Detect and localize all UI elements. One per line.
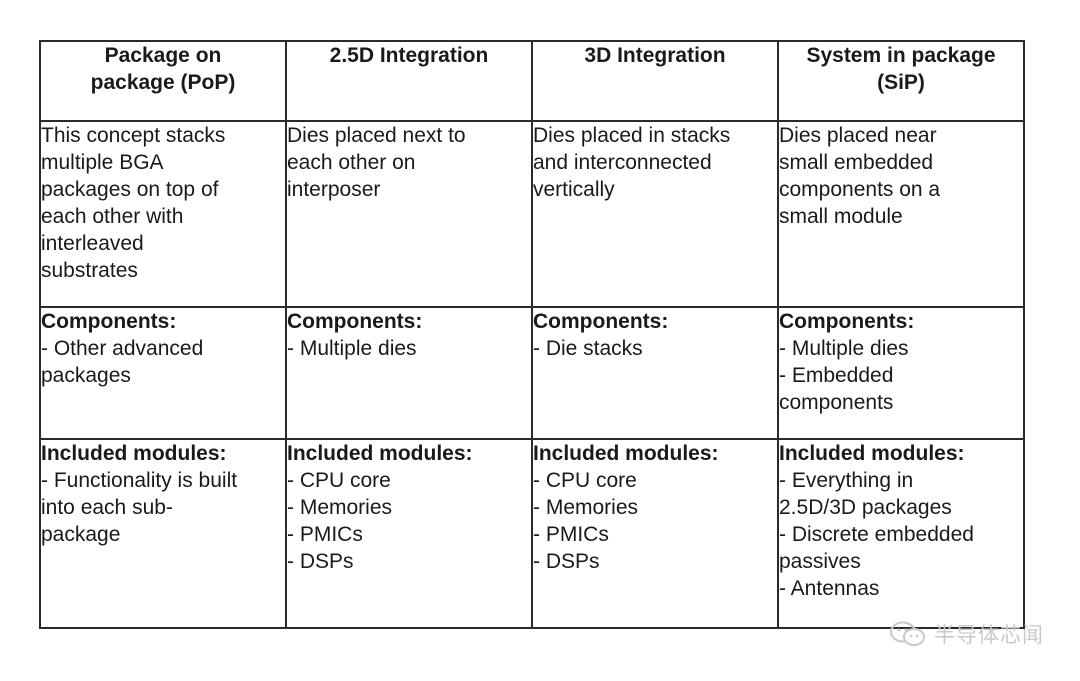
modules-title: Included modules: <box>533 442 719 465</box>
components-line: - Embedded <box>779 364 894 387</box>
description-line: and interconnected <box>533 151 712 174</box>
description-line: Dies placed next to <box>287 124 466 147</box>
modules-line: - Memories <box>533 496 639 519</box>
modules-line: 2.5D/3D packages <box>779 496 952 519</box>
modules-title: Included modules: <box>41 442 227 465</box>
description-cell-sip: Dies placed near small embedded componen… <box>777 120 1025 308</box>
modules-cell-pop: Included modules: - Functionality is bui… <box>39 438 287 629</box>
modules-title: Included modules: <box>287 442 473 465</box>
header-line: System in package <box>806 44 996 67</box>
header-cell-3d: 3D Integration <box>531 40 779 122</box>
header-cell-pop: Package on package (PoP) <box>39 40 287 122</box>
modules-cell-sip: Included modules: - Everything in 2.5D/3… <box>777 438 1025 629</box>
modules-line: into each sub- <box>41 496 173 519</box>
modules-line: - DSPs <box>533 550 600 573</box>
description-line: vertically <box>533 178 615 201</box>
modules-line: - CPU core <box>533 469 637 492</box>
header-line: 3D Integration <box>584 44 726 67</box>
modules-line: - CPU core <box>287 469 391 492</box>
components-title: Components: <box>287 310 423 333</box>
components-line: - Other advanced <box>41 337 204 360</box>
header-cell-2-5d: 2.5D Integration <box>285 40 533 122</box>
description-line: packages on top of <box>41 178 219 201</box>
description-row: This concept stacks multiple BGA package… <box>39 120 1025 308</box>
components-cell-2-5d: Components: - Multiple dies <box>285 306 533 440</box>
description-line: components on a <box>779 178 941 201</box>
modules-title: Included modules: <box>779 442 965 465</box>
components-cell-sip: Components: - Multiple dies - Embedded c… <box>777 306 1025 440</box>
header-line: 2.5D Integration <box>329 44 489 67</box>
modules-line: - Antennas <box>779 577 880 600</box>
header-line: (SiP) <box>877 71 925 94</box>
modules-line: - PMICs <box>533 523 609 546</box>
header-cell-sip: System in package (SiP) <box>777 40 1025 122</box>
modules-line: - Functionality is built <box>41 469 238 492</box>
description-line: interposer <box>287 178 381 201</box>
wechat-icon <box>890 621 925 646</box>
description-line: interleaved <box>41 232 144 255</box>
watermark-text: 半导体芯闻 <box>934 623 1044 647</box>
description-line: Dies placed in stacks <box>533 124 731 147</box>
components-line: components <box>779 391 894 414</box>
modules-line: - Everything in <box>779 469 914 492</box>
components-cell-3d: Components: - Die stacks <box>531 306 779 440</box>
modules-line: - Discrete embedded <box>779 523 974 546</box>
components-row: Components: - Other advanced packages Co… <box>39 306 1025 440</box>
modules-line: - PMICs <box>287 523 363 546</box>
description-cell-pop: This concept stacks multiple BGA package… <box>39 120 287 308</box>
components-line: - Multiple dies <box>779 337 909 360</box>
components-line: - Multiple dies <box>287 337 417 360</box>
description-line: Dies placed near <box>779 124 937 147</box>
description-line: substrates <box>41 259 138 282</box>
header-line: package (PoP) <box>90 71 236 94</box>
components-title: Components: <box>779 310 915 333</box>
description-line: This concept stacks <box>41 124 226 147</box>
description-cell-3d: Dies placed in stacks and interconnected… <box>531 120 779 308</box>
components-cell-pop: Components: - Other advanced packages <box>39 306 287 440</box>
modules-cell-2-5d: Included modules: - CPU core - Memories … <box>285 438 533 629</box>
description-line: small module <box>779 205 903 228</box>
header-line: Package on <box>104 44 222 67</box>
description-cell-2-5d: Dies placed next to each other on interp… <box>285 120 533 308</box>
modules-line: package <box>41 523 121 546</box>
description-line: each other on <box>287 151 416 174</box>
watermark: 半导体芯闻 <box>888 619 1044 649</box>
comparison-table: Package on package (PoP) 2.5D Integratio… <box>39 40 1025 629</box>
description-line: multiple BGA <box>41 151 164 174</box>
modules-row: Included modules: - Functionality is bui… <box>39 438 1025 629</box>
modules-line: - Memories <box>287 496 393 519</box>
components-title: Components: <box>41 310 177 333</box>
components-line: - Die stacks <box>533 337 643 360</box>
modules-line: - DSPs <box>287 550 354 573</box>
components-line: packages <box>41 364 131 387</box>
components-title: Components: <box>533 310 669 333</box>
description-line: small embedded <box>779 151 934 174</box>
modules-line: passives <box>779 550 861 573</box>
description-line: each other with <box>41 205 184 228</box>
header-row: Package on package (PoP) 2.5D Integratio… <box>39 40 1025 122</box>
modules-cell-3d: Included modules: - CPU core - Memories … <box>531 438 779 629</box>
